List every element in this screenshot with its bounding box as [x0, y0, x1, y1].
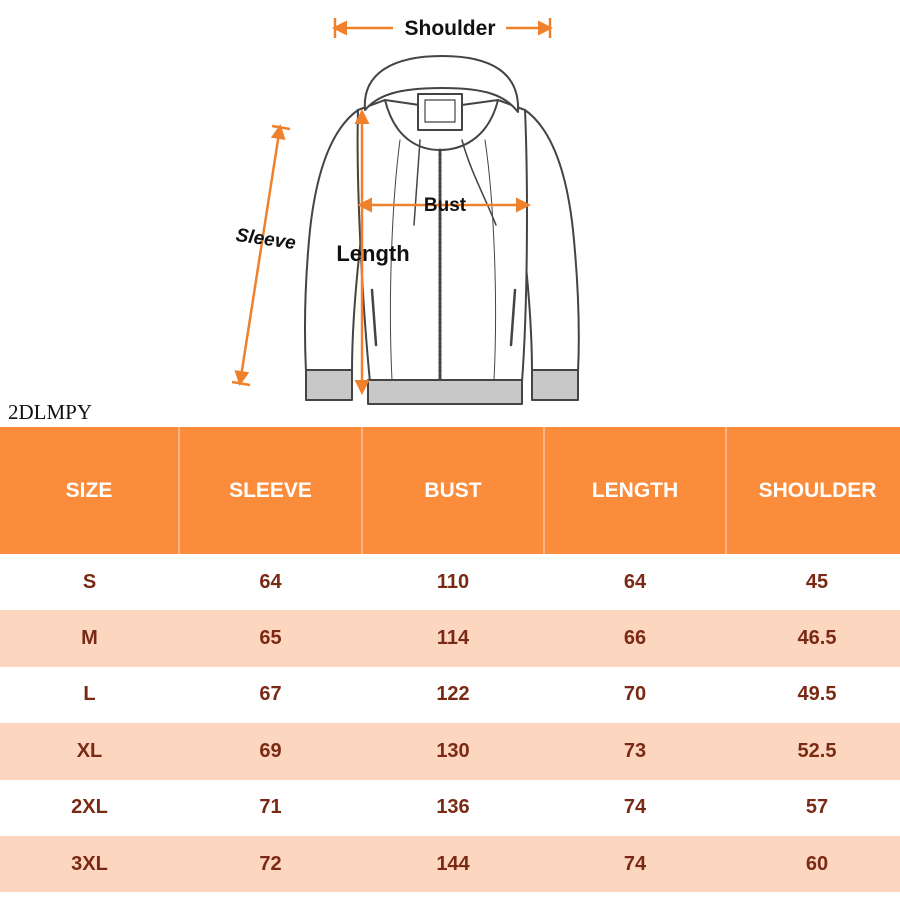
hem-rib — [367, 379, 523, 405]
cell-length: 74 — [544, 779, 726, 836]
cell-bust: 144 — [362, 835, 544, 893]
shoulder-label: Shoulder — [404, 17, 495, 40]
cell-size: S — [0, 554, 179, 611]
table-row: XL 69 130 73 52.5 — [0, 723, 900, 780]
measurement-arrows — [231, 18, 553, 395]
table-header-row: SIZE SLEEVE BUST LENGTH SHOULDER — [0, 427, 900, 554]
cell-bust: 130 — [362, 723, 544, 780]
cell-shoulder: 49.5 — [726, 666, 900, 724]
table-row: S 64 110 64 45 — [0, 554, 900, 611]
cell-size: XL — [0, 723, 179, 780]
cell-shoulder: 52.5 — [726, 723, 900, 780]
header-size: SIZE — [0, 427, 180, 554]
header-bust: BUST — [362, 427, 545, 554]
bust-label: Bust — [424, 195, 467, 216]
cell-length: 74 — [544, 835, 726, 893]
sleeve-arrow — [234, 124, 286, 386]
cell-shoulder: 60 — [726, 835, 900, 893]
cell-sleeve: 69 — [179, 723, 362, 780]
cell-shoulder: 46.5 — [726, 610, 900, 667]
table-row: 2XL 71 136 74 57 — [0, 779, 900, 836]
right-cuff — [531, 369, 579, 401]
jacket-diagram: Shoulder Bust Length Sleeve — [231, 12, 580, 405]
table-row: M 65 114 66 46.5 — [0, 610, 900, 667]
cell-length: 64 — [544, 554, 726, 611]
cell-shoulder: 45 — [726, 554, 900, 611]
cell-bust: 110 — [362, 554, 544, 611]
cell-size: M — [0, 610, 179, 667]
cell-size: 2XL — [0, 779, 179, 836]
table-row: 3XL 72 144 74 60 — [0, 835, 900, 893]
left-cuff — [305, 369, 353, 401]
jacket-illustration — [304, 55, 580, 405]
cell-bust: 122 — [362, 666, 544, 724]
cell-length: 73 — [544, 723, 726, 780]
cell-bust: 114 — [362, 610, 544, 667]
cell-sleeve: 64 — [179, 554, 362, 611]
header-shoulder: SHOULDER — [726, 427, 900, 554]
cell-bust: 136 — [362, 779, 544, 836]
cell-length: 66 — [544, 610, 726, 667]
sleeve-label: Sleeve — [234, 225, 297, 254]
cell-sleeve: 65 — [179, 610, 362, 667]
brand-text: 2DLMPY — [8, 400, 93, 424]
size-chart-table: SIZE SLEEVE BUST LENGTH SHOULDER S 64 11… — [0, 427, 900, 893]
cell-size: L — [0, 666, 179, 724]
cell-sleeve: 71 — [179, 779, 362, 836]
cell-size: 3XL — [0, 835, 179, 893]
cell-sleeve: 67 — [179, 666, 362, 724]
cell-shoulder: 57 — [726, 779, 900, 836]
right-sleeve — [521, 109, 580, 373]
cell-length: 70 — [544, 666, 726, 724]
hood — [363, 55, 520, 113]
cell-sleeve: 72 — [179, 835, 362, 893]
length-label: Length — [336, 241, 409, 266]
header-length: LENGTH — [544, 427, 727, 554]
table-row: L 67 122 70 49.5 — [0, 666, 900, 724]
header-sleeve: SLEEVE — [179, 427, 363, 554]
